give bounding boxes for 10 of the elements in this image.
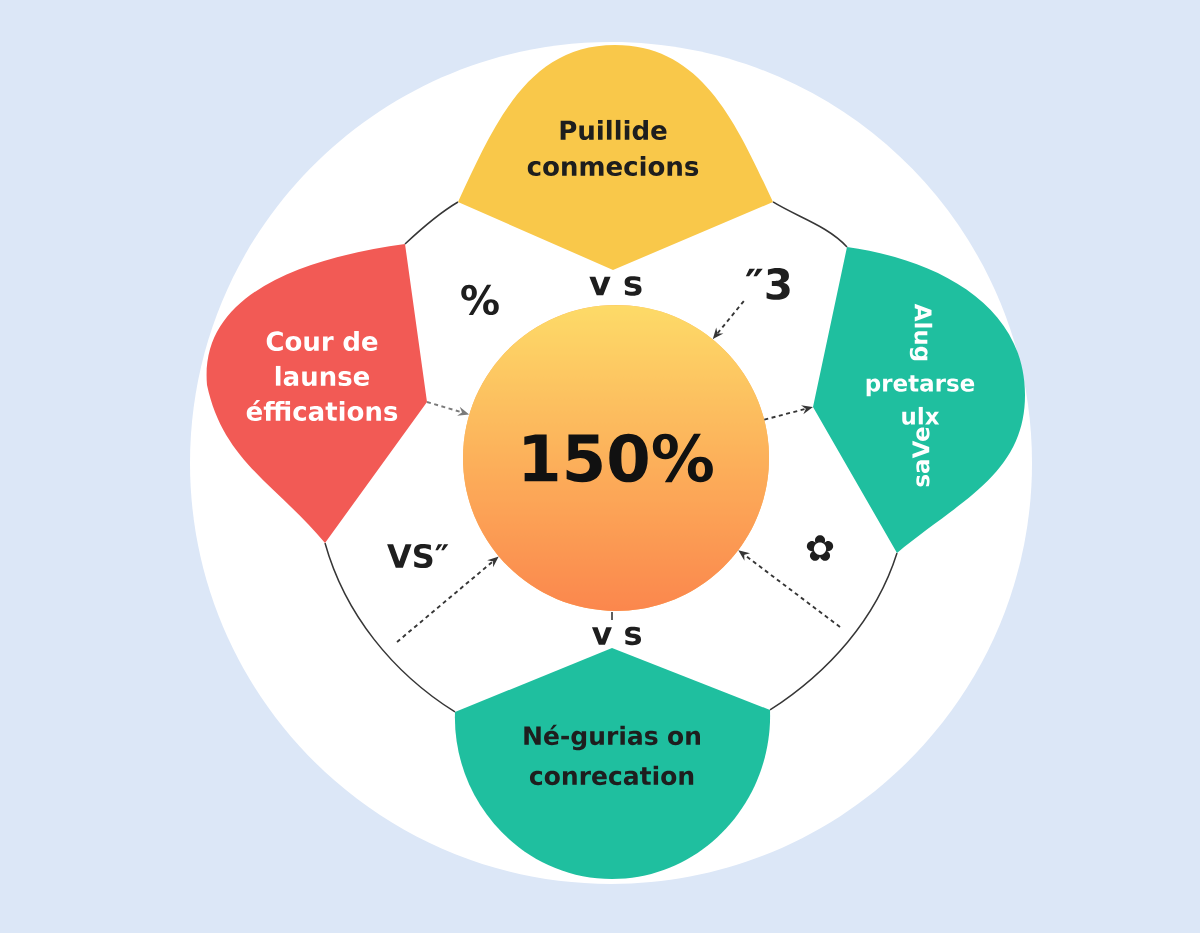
number-label: ″3 xyxy=(745,268,790,300)
text-label: VS″ xyxy=(387,543,449,569)
arc-connector xyxy=(324,542,456,713)
petal-segment: Né-gurias on conrecation xyxy=(455,648,770,879)
text-label: v s xyxy=(589,276,642,296)
text-label: v s xyxy=(591,626,641,646)
arc-connector xyxy=(404,201,459,245)
arc-connector xyxy=(769,552,898,711)
petal-segment: Cour de launse éffications xyxy=(207,244,427,543)
arc-connector xyxy=(772,201,848,248)
